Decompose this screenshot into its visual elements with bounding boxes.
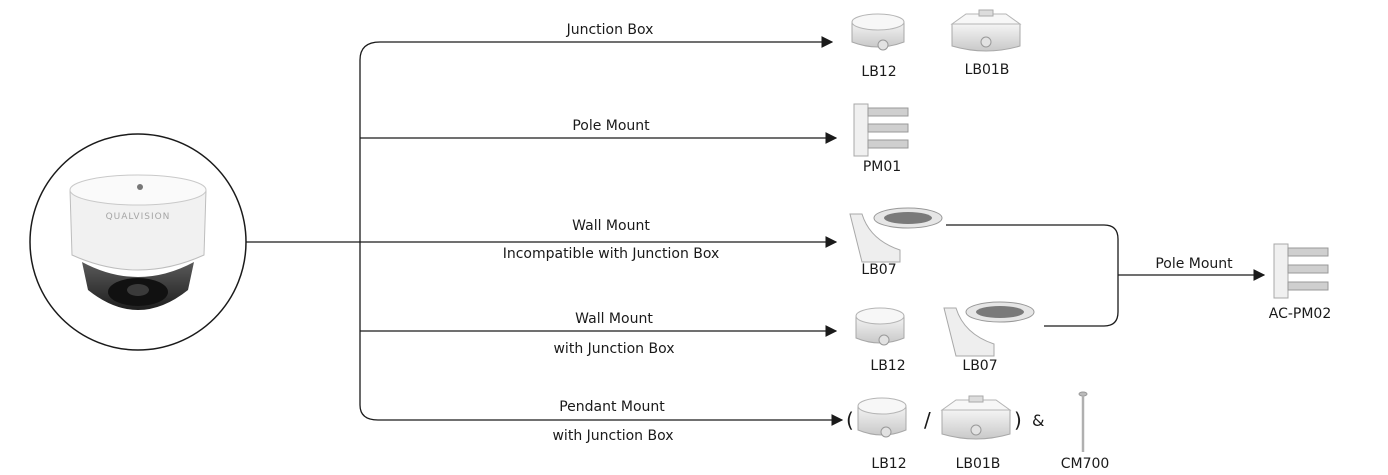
lb01b-image — [940, 395, 1012, 440]
branch-label-pole-mount: Pole Mount — [572, 118, 650, 134]
lb12-image — [857, 397, 907, 438]
product-label-lb12: LB12 — [871, 456, 907, 472]
branch-sublabel-wall-mount-jb: with Junction Box — [553, 341, 675, 357]
camera-image — [29, 133, 247, 351]
product-label-cm700: CM700 — [1060, 456, 1110, 472]
branch-label-ac-pm02: Pole Mount — [1155, 256, 1233, 272]
branch-arrow-junction-box — [359, 36, 834, 61]
lb01b-image — [950, 9, 1022, 52]
lb07-image — [943, 301, 1035, 357]
lb12-image — [851, 13, 905, 51]
ampersand: & — [1032, 411, 1045, 430]
close-paren: ) — [1014, 408, 1022, 432]
branch-label-wall-mount-jb: Wall Mount — [575, 311, 653, 327]
connector-lines — [246, 36, 1266, 426]
branch-label-junction-box: Junction Box — [566, 22, 654, 38]
product-label-pm01: PM01 — [862, 159, 902, 175]
branch-label-pendant-mount: Pendant Mount — [559, 399, 665, 415]
branch-label-wall-mount: Wall Mount — [572, 218, 650, 234]
open-paren: ( — [846, 408, 854, 432]
cm700-image — [1078, 391, 1088, 452]
product-label-lb07: LB07 — [861, 262, 897, 278]
lb07-image — [849, 207, 943, 263]
trunk-line — [359, 60, 379, 421]
pm01-image — [853, 103, 909, 157]
product-label-lb12: LB12 — [870, 358, 906, 374]
product-label-ac-pm02: AC-PM02 — [1268, 306, 1332, 322]
branch-sublabel-pendant-mount: with Junction Box — [552, 428, 674, 444]
product-label-lb12: LB12 — [861, 64, 897, 80]
camera-brand-text: QUALVISION — [106, 212, 171, 222]
lb12-image — [855, 307, 905, 346]
ac-pm02-image — [1273, 243, 1329, 299]
product-label-lb01b: LB01B — [964, 62, 1010, 78]
slash-separator: / — [924, 408, 931, 432]
product-label-lb07: LB07 — [962, 358, 998, 374]
branch-sublabel-wall-mount: Incompatible with Junction Box — [502, 246, 720, 262]
product-label-lb01b: LB01B — [955, 456, 1001, 472]
